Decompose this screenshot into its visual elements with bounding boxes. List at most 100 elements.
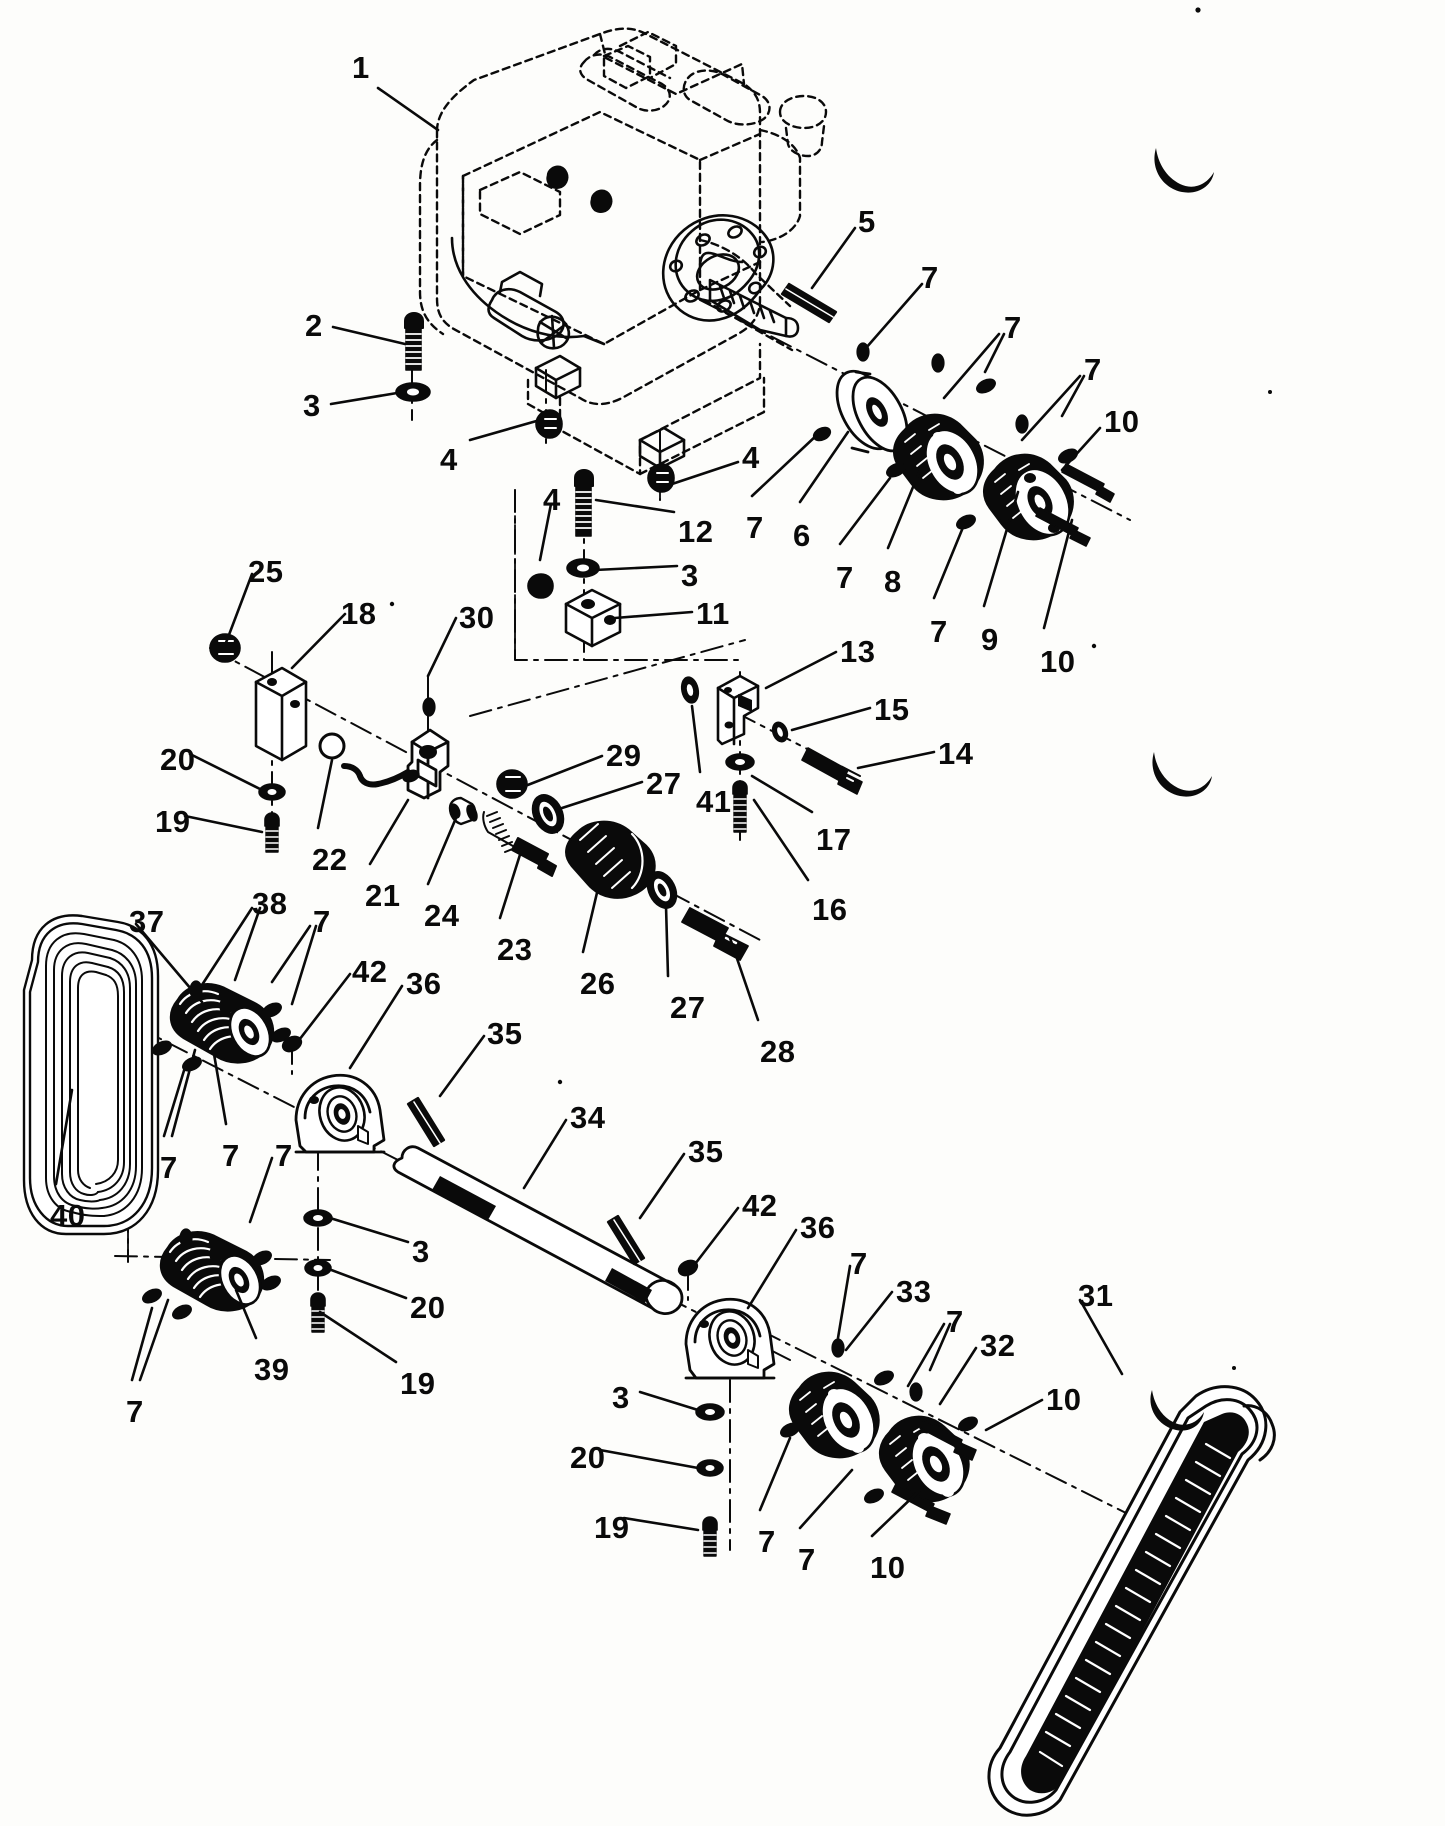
callout-39: 39	[254, 1352, 290, 1387]
part-7-setscrew-p	[209, 1244, 223, 1264]
callout-4: 4	[742, 440, 760, 475]
callout-32: 32	[980, 1328, 1016, 1363]
callout-37: 37	[129, 904, 165, 939]
callout-29: 29	[606, 738, 642, 773]
callout-10: 10	[870, 1550, 906, 1585]
callout-21: 21	[365, 878, 401, 913]
callout-7: 7	[746, 510, 764, 545]
callout-19: 19	[594, 1510, 630, 1545]
part-41-spacer	[680, 676, 700, 704]
callout-7: 7	[313, 904, 331, 939]
part-7-setscrew-f	[1015, 414, 1029, 434]
part-3-washer-b	[303, 1209, 333, 1227]
part-11-mount-block	[564, 588, 622, 648]
part-20-washer-b	[304, 1259, 332, 1277]
part-3-washer-c	[695, 1403, 725, 1421]
callout-7: 7	[798, 1542, 816, 1577]
part-7-setscrew-y	[958, 1416, 978, 1432]
part-7-setscrew-q	[252, 1250, 272, 1266]
part-7-setscrew-d	[976, 378, 996, 394]
part-35-key-a	[406, 1096, 446, 1148]
part-40-vbelt	[22, 914, 160, 1236]
callout-20: 20	[410, 1290, 446, 1325]
part-17-washer	[725, 753, 755, 771]
part-7-setscrew-v	[874, 1370, 894, 1386]
part-18-switch	[254, 666, 308, 762]
callout-7: 7	[836, 560, 854, 595]
callout-13: 13	[840, 634, 876, 669]
part-27-bearing-b	[646, 871, 678, 909]
part-7-setscrew-k	[262, 1002, 282, 1018]
part-24-bushing	[448, 796, 478, 826]
callout-1: 1	[352, 50, 370, 85]
callout-5: 5	[858, 204, 876, 239]
callout-11: 11	[696, 596, 730, 631]
callout-7: 7	[850, 1246, 868, 1281]
callout-42: 42	[742, 1188, 778, 1223]
part-4-locknut-b	[647, 463, 675, 493]
callout-6: 6	[793, 518, 811, 553]
part-7-setscrew-w	[780, 1422, 800, 1438]
callout-34: 34	[570, 1100, 606, 1135]
part-7-setscrew-z	[864, 1488, 884, 1504]
callout-7: 7	[160, 1150, 178, 1185]
part-6-sheave	[835, 369, 909, 454]
part-13-bracket	[716, 674, 760, 746]
part-35-key-b	[606, 1214, 646, 1266]
callout-12: 12	[678, 514, 714, 549]
part-19-screw-a	[264, 812, 280, 853]
callout-24: 24	[424, 898, 460, 933]
part-31-timing-belt	[987, 1385, 1276, 1817]
callout-30: 30	[459, 600, 495, 635]
callout-40: 40	[50, 1198, 86, 1233]
part-20-washer-a	[258, 783, 286, 801]
part-7-setscrew-m	[152, 1040, 172, 1056]
part-29-nut	[496, 769, 528, 799]
part-7-setscrew-s	[142, 1288, 162, 1304]
callout-27: 27	[646, 766, 682, 801]
part-36-pillow-block-upper	[294, 1073, 386, 1154]
part-19-screw-c	[702, 1516, 718, 1557]
engine-solid-detail	[450, 165, 800, 470]
part-7-setscrew-b	[812, 426, 832, 442]
callout-3: 3	[681, 558, 699, 593]
part-34-shaft	[392, 1145, 684, 1315]
callout-7: 7	[275, 1138, 293, 1173]
callout-16: 16	[812, 892, 848, 927]
part-7-setscrew-c	[931, 353, 945, 373]
part-7-setscrew-u	[831, 1338, 845, 1358]
part-39-multigroove-pulley-lower	[159, 1231, 265, 1312]
part-36-pillow-block-lower	[684, 1297, 776, 1380]
part-22-retaining-ring	[318, 732, 346, 760]
callout-7: 7	[1004, 310, 1022, 345]
callout-7: 7	[758, 1524, 776, 1559]
part-3-washer-top	[395, 382, 431, 402]
part-26-idler-roller	[565, 820, 656, 899]
callout-14: 14	[938, 736, 974, 771]
part-7-setscrew-n	[182, 1056, 202, 1072]
part-8-timing-pulley	[892, 413, 984, 501]
part-7-setscrew-g	[1058, 448, 1078, 464]
callout-41: 41	[696, 784, 732, 819]
callout-33: 33	[896, 1274, 932, 1309]
part-19-screw-b	[310, 1292, 326, 1333]
part-7-setscrew-i	[189, 980, 203, 1000]
callout-10: 10	[1040, 644, 1076, 679]
callout-4: 4	[440, 442, 458, 477]
part-10-cap-screw-c	[919, 1419, 977, 1461]
callout-3: 3	[412, 1234, 430, 1269]
callout-7: 7	[1084, 352, 1102, 387]
callout-3: 3	[612, 1380, 630, 1415]
callout-38: 38	[252, 886, 288, 921]
callout-36: 36	[800, 1210, 836, 1245]
callout-36: 36	[406, 966, 442, 1001]
part-4-locknut-c	[527, 573, 554, 599]
callout-35: 35	[688, 1134, 724, 1169]
part-7-setscrew-x	[909, 1382, 923, 1402]
part-33-timing-pulley	[788, 1371, 880, 1459]
part-38-multigroove-pulley-upper	[169, 983, 275, 1064]
callout-25: 25	[248, 554, 284, 589]
